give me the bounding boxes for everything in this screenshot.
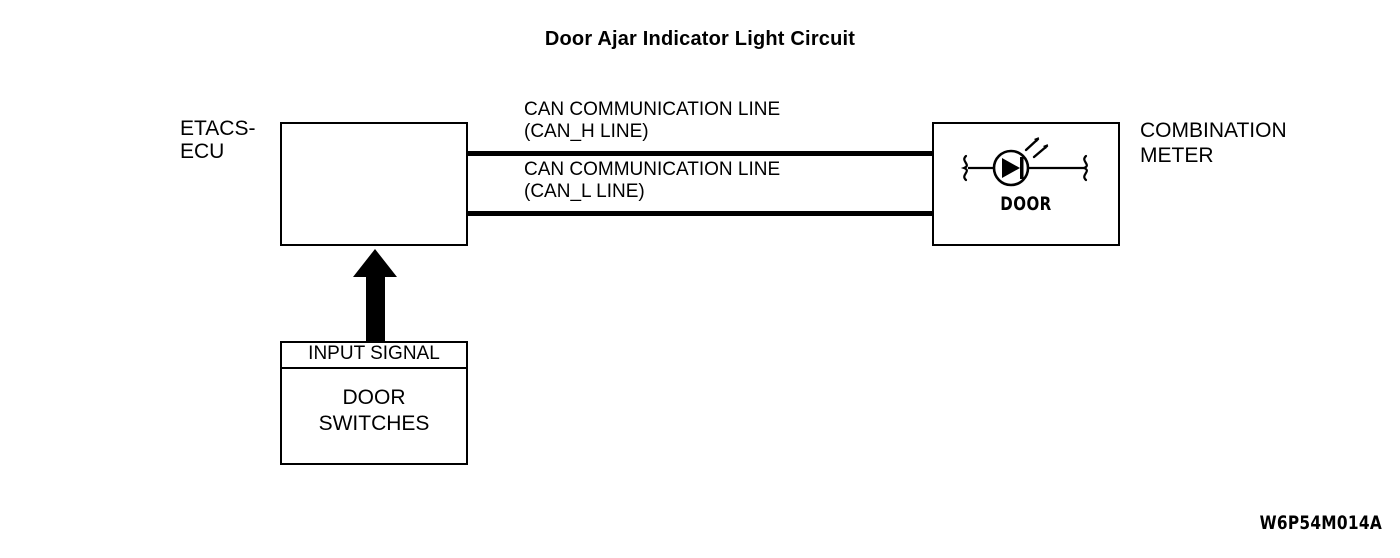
- combination-meter-block: [932, 122, 1120, 246]
- etacs-ecu-block: [280, 122, 468, 246]
- door-indicator-label: DOOR: [1000, 193, 1052, 215]
- can-low-line: [468, 211, 932, 216]
- can-high-line: [468, 151, 932, 156]
- can-low-label: CAN COMMUNICATION LINE (CAN_L LINE): [524, 159, 781, 202]
- figure-id-code: W6P54M014A: [1259, 512, 1382, 534]
- combination-meter-label: COMBINATION METER: [1140, 119, 1287, 167]
- input-signal-block: [280, 341, 468, 465]
- up-arrow-head-icon: [353, 249, 397, 277]
- led-indicator-icon: [960, 137, 1088, 187]
- page-title: Door Ajar Indicator Light Circuit: [544, 28, 856, 50]
- up-arrow-icon: [366, 275, 385, 341]
- can-high-label: CAN COMMUNICATION LINE (CAN_H LINE): [524, 99, 781, 142]
- etacs-ecu-label: ETACS- ECU: [180, 117, 256, 163]
- input-signal-header: INPUT SIGNAL: [280, 341, 468, 369]
- door-switches-label: DOOR SWITCHES: [318, 386, 430, 435]
